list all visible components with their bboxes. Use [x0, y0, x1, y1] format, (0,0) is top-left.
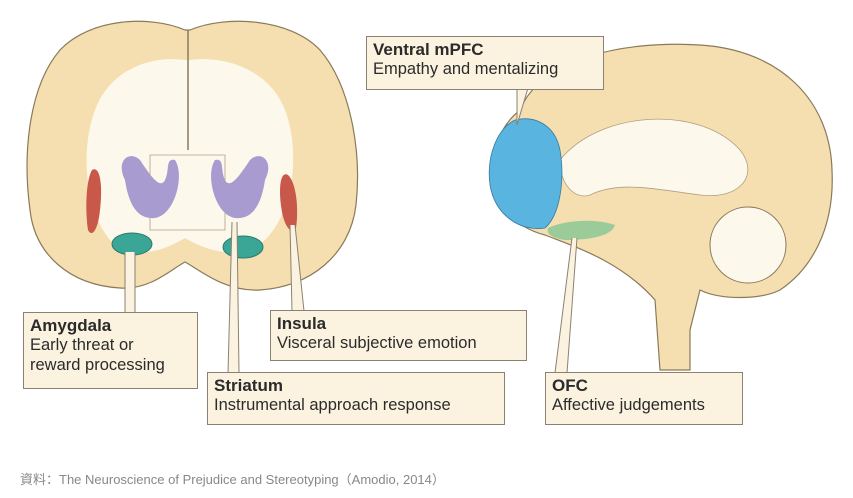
label-description: Empathy and mentalizing — [373, 60, 559, 79]
striatum-right — [211, 156, 269, 219]
leader-lines — [124, 87, 578, 374]
label-title: OFC — [552, 376, 588, 395]
label-description: Visceral subjective emotion — [277, 334, 477, 353]
label-description-line1: Early threat or — [30, 336, 134, 355]
label-title: Insula — [277, 314, 327, 333]
striatum-left — [121, 156, 179, 219]
amygdala-right — [222, 235, 264, 259]
amygdala-left — [111, 232, 153, 256]
label-title: Striatum — [214, 376, 283, 395]
label-description: Affective judgements — [552, 396, 705, 415]
label-description: Instrumental approach response — [214, 396, 451, 415]
label-title: Amygdala — [30, 316, 112, 335]
ventral-mpfc-region — [488, 118, 563, 229]
label-title: Ventral mPFC — [373, 40, 484, 59]
label-striatum: Striatum Instrumental approach response — [207, 372, 505, 425]
sagittal-brain-section — [488, 43, 833, 371]
insula-right — [280, 174, 298, 231]
label-amygdala: Amygdala Early threat or reward processi… — [23, 312, 198, 389]
label-ventral-mpfc: Ventral mPFC Empathy and mentalizing — [366, 36, 604, 90]
coronal-brain-section — [26, 20, 359, 291]
label-insula: Insula Visceral subjective emotion — [270, 310, 527, 361]
source-caption: 資料：The Neuroscience of Prejudice and Ste… — [20, 472, 445, 487]
ofc-region — [547, 220, 615, 240]
label-description-line2: reward processing — [30, 356, 165, 375]
cerebellum — [709, 206, 787, 284]
insula-left — [86, 169, 102, 234]
label-ofc: OFC Affective judgements — [545, 372, 743, 425]
